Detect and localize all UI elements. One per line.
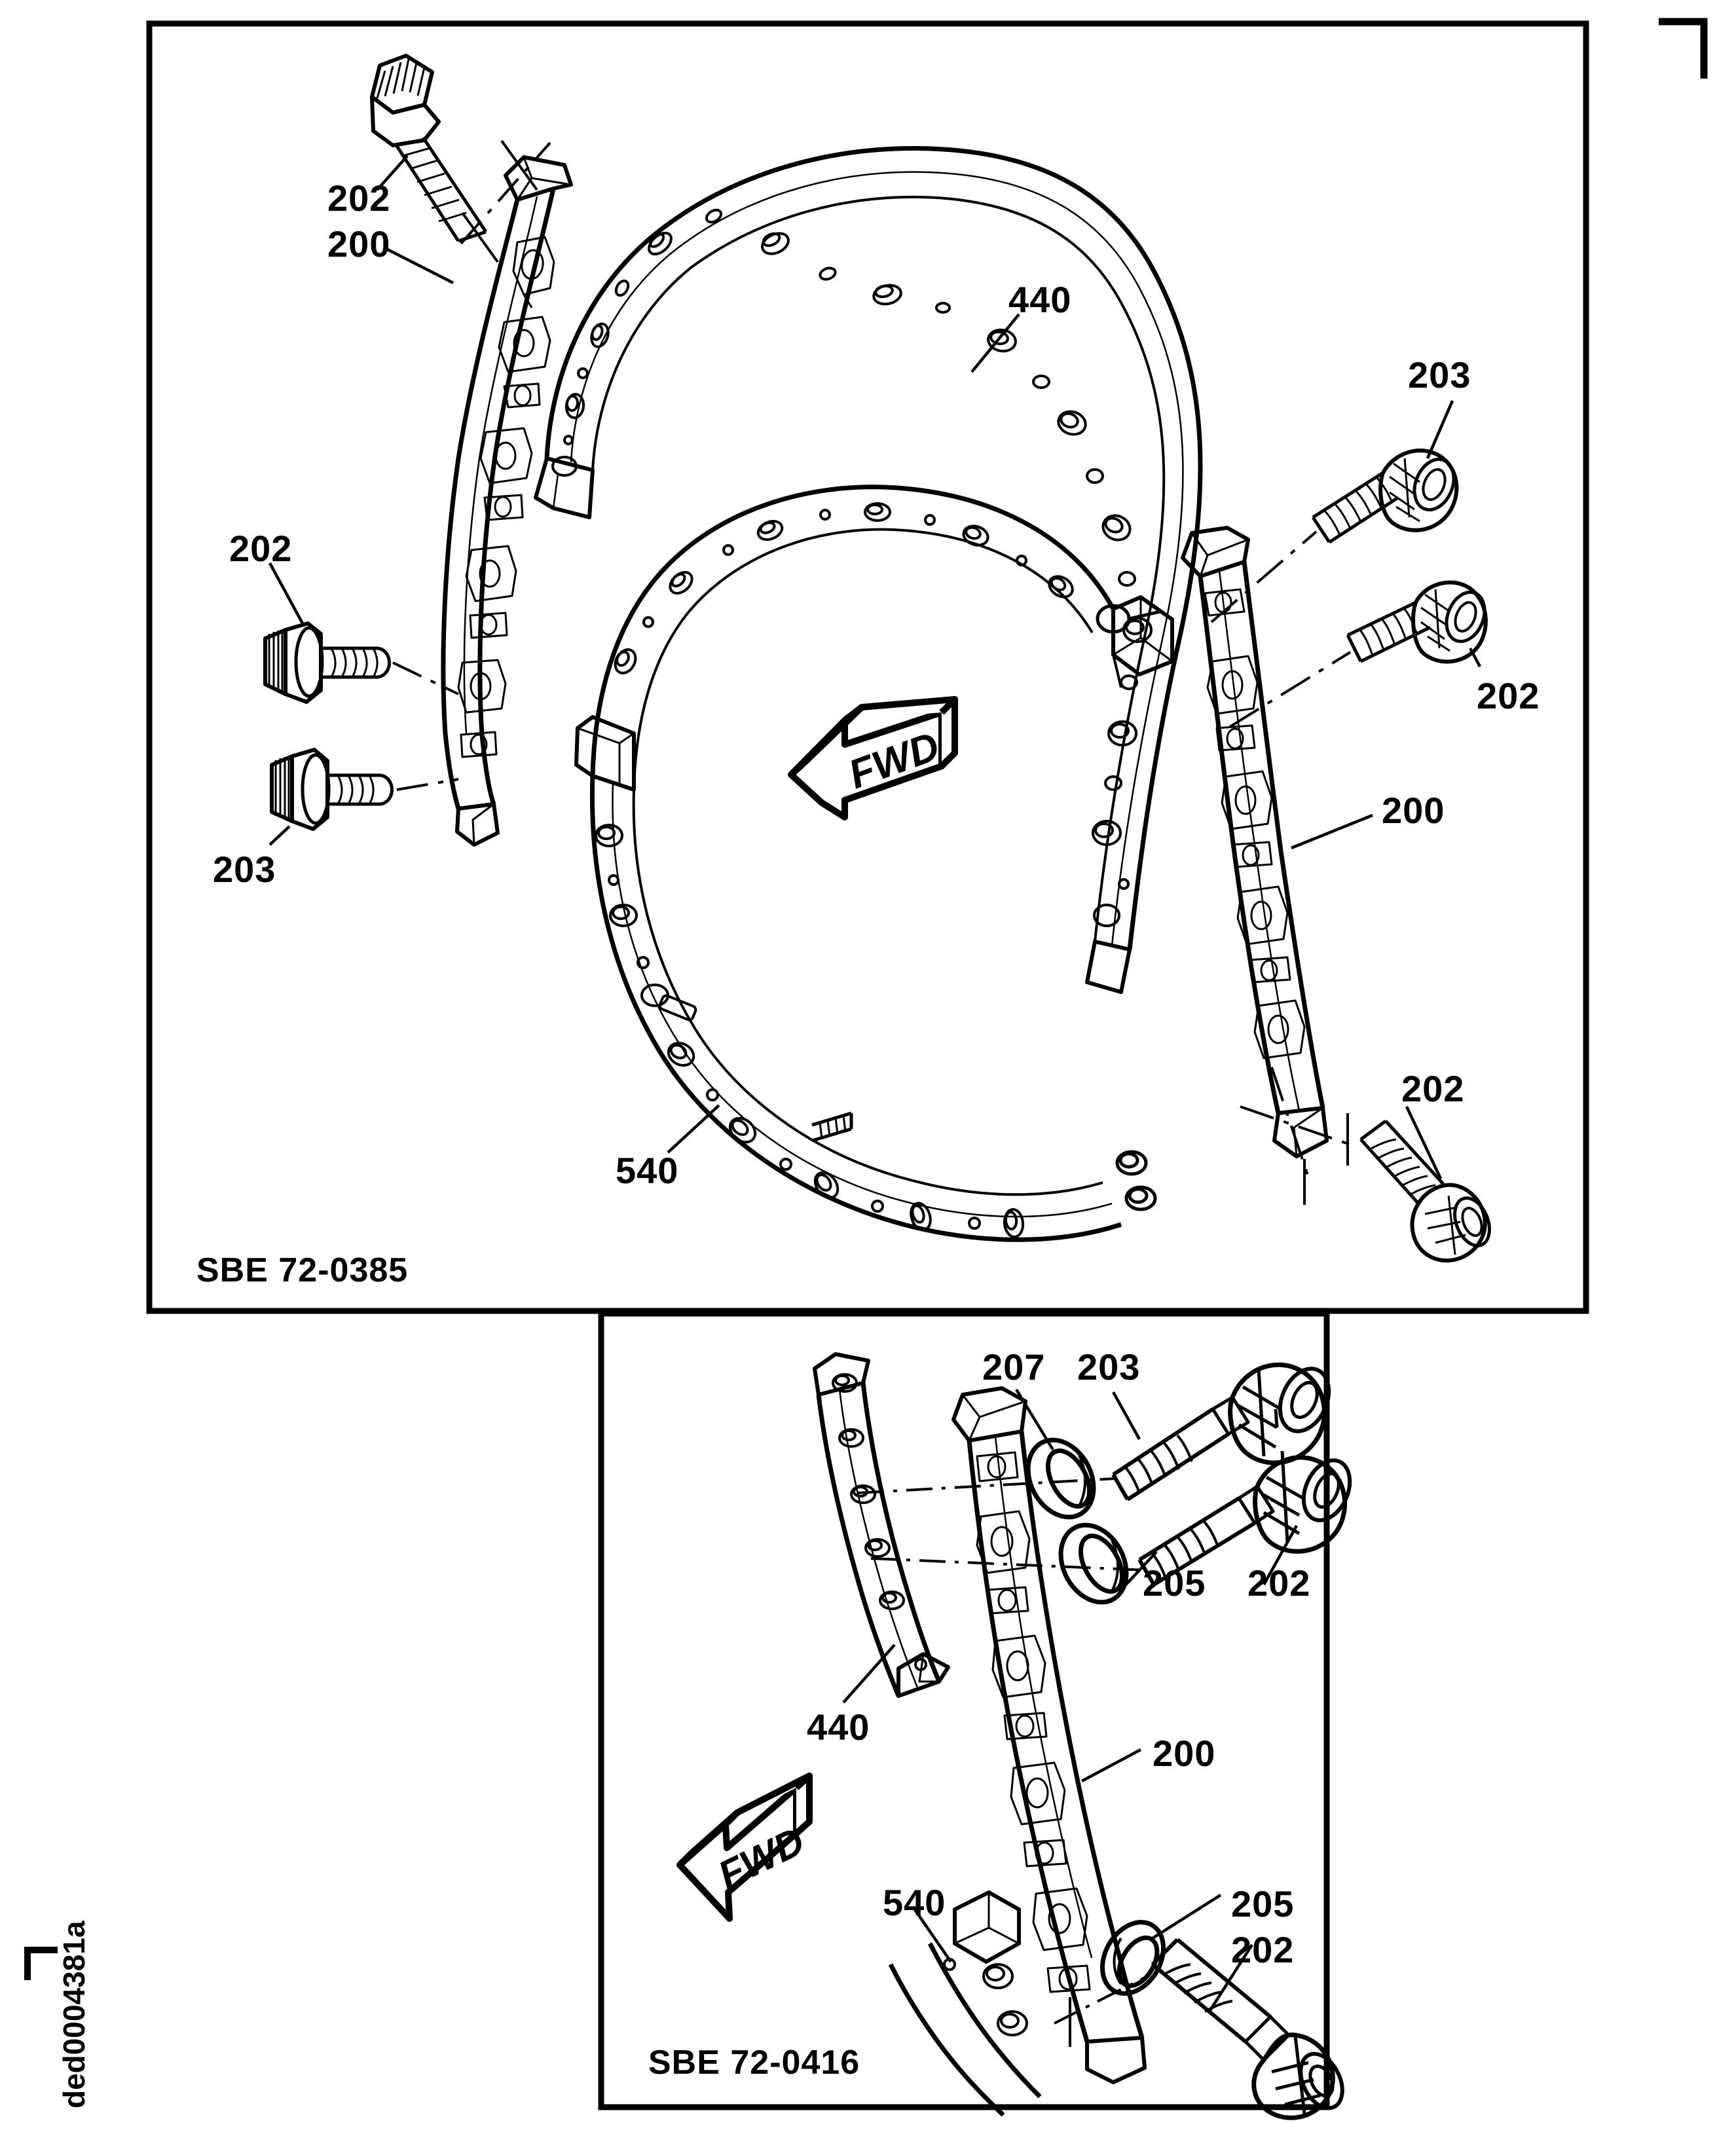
part-540-strip-lower xyxy=(888,1890,1042,2117)
leader-202-upper-right xyxy=(1469,647,1481,668)
part-200-bracket-right xyxy=(1181,526,1329,1158)
leader-203-lower-panel xyxy=(1112,1391,1141,1441)
leader-202-lower-panel-bottom xyxy=(1209,1943,1253,2012)
leader-202-lower-panel-mid xyxy=(1263,1524,1298,1586)
leader-540-lower xyxy=(912,1905,952,1963)
lower-panel-label: SBE 72-0416 xyxy=(648,2044,860,2082)
callout-202-upper-right: 202 xyxy=(1477,675,1540,716)
callout-202-mid-left: 202 xyxy=(229,528,293,569)
part-203-bolt-lower-left xyxy=(270,748,394,831)
leader-440-upper xyxy=(970,313,1020,373)
callout-205-lower-mid: 205 xyxy=(1143,1562,1206,1604)
axis-line-lower-left xyxy=(396,778,459,791)
callout-440-lower: 440 xyxy=(807,1706,870,1748)
callout-202-lower-bot: 202 xyxy=(1231,1929,1295,1970)
callout-207: 207 xyxy=(982,1346,1046,1388)
axis-lines-lower-panel xyxy=(857,1477,1148,1572)
callout-540-upper: 540 xyxy=(616,1150,679,1191)
part-203-bolt-upper-right xyxy=(1311,449,1459,544)
callout-200-right: 200 xyxy=(1382,790,1445,831)
part-202-bolt-top-left xyxy=(370,54,488,243)
leader-205-lower xyxy=(1151,1894,1222,1940)
fwd-arrow-lower xyxy=(676,1773,813,1922)
leader-202-mid-left xyxy=(268,562,304,625)
corner-registration-mark xyxy=(1659,18,1708,79)
leader-200-lower xyxy=(1080,1748,1142,1782)
callout-203-lower: 203 xyxy=(1077,1346,1141,1388)
side-corner-mark xyxy=(24,1945,60,1984)
part-207-washer xyxy=(1025,1437,1096,1520)
part-540-arc-flange-upper xyxy=(574,485,1174,1242)
leader-200-right xyxy=(1291,813,1373,850)
part-440-arc-flange-upper xyxy=(534,146,1203,994)
axis-line-202-lower-right xyxy=(1240,1067,1355,1178)
part-205-washer-lower xyxy=(1099,1920,1166,1996)
leader-203-lower-left xyxy=(268,825,291,846)
axis-line-mid-left xyxy=(392,661,459,695)
axis-tick-top-left xyxy=(461,139,538,263)
lower-panel-border xyxy=(598,1310,1330,2110)
document-side-code: ded0004381a xyxy=(57,1921,91,2108)
upper-panel-label: SBE 72-0385 xyxy=(196,1251,409,1289)
callout-540-lower: 540 xyxy=(883,1882,946,1923)
part-202-bolt-mid-left xyxy=(263,621,391,704)
axis-line-top-left xyxy=(460,141,551,245)
leader-440-lower xyxy=(842,1644,896,1704)
leader-203-upper-right xyxy=(1426,400,1454,459)
callout-202-top-left: 202 xyxy=(327,177,391,219)
leader-202-lower-right xyxy=(1405,1106,1443,1179)
callout-203-upper-right: 203 xyxy=(1408,354,1471,396)
leader-207 xyxy=(1015,1388,1054,1451)
callout-440-upper: 440 xyxy=(1008,279,1072,320)
leader-202-200-top xyxy=(376,155,454,285)
axis-line-203-upper-right xyxy=(1210,530,1318,623)
callout-205-lower-bot: 205 xyxy=(1231,1883,1295,1924)
part-440-strip-lower xyxy=(813,1352,950,1698)
axis-tick-lower-right xyxy=(1303,1113,1349,1205)
fwd-arrow-upper xyxy=(788,696,958,820)
axis-line-202-upper-right xyxy=(1228,651,1352,728)
callout-203-lower-left: 203 xyxy=(213,849,276,890)
part-200-bracket-lower xyxy=(951,1386,1147,2084)
callout-202-lower-right: 202 xyxy=(1401,1068,1465,1109)
part-202-bolt-lower-right xyxy=(1359,1119,1491,1263)
part-203-bolt-lower-panel xyxy=(1111,1362,1331,1501)
part-202-bolt-upper-right xyxy=(1346,580,1488,664)
part-205-washer-upper xyxy=(1058,1522,1129,1605)
part-200-bracket-left xyxy=(441,155,573,847)
callout-200-top-left: 200 xyxy=(327,223,391,265)
callout-200-lower: 200 xyxy=(1153,1733,1216,1774)
leader-540-upper xyxy=(667,1104,720,1154)
part-202-bolt-lower-panel-bottom xyxy=(1151,1938,1344,2120)
callout-202-lower-mid: 202 xyxy=(1247,1562,1311,1604)
